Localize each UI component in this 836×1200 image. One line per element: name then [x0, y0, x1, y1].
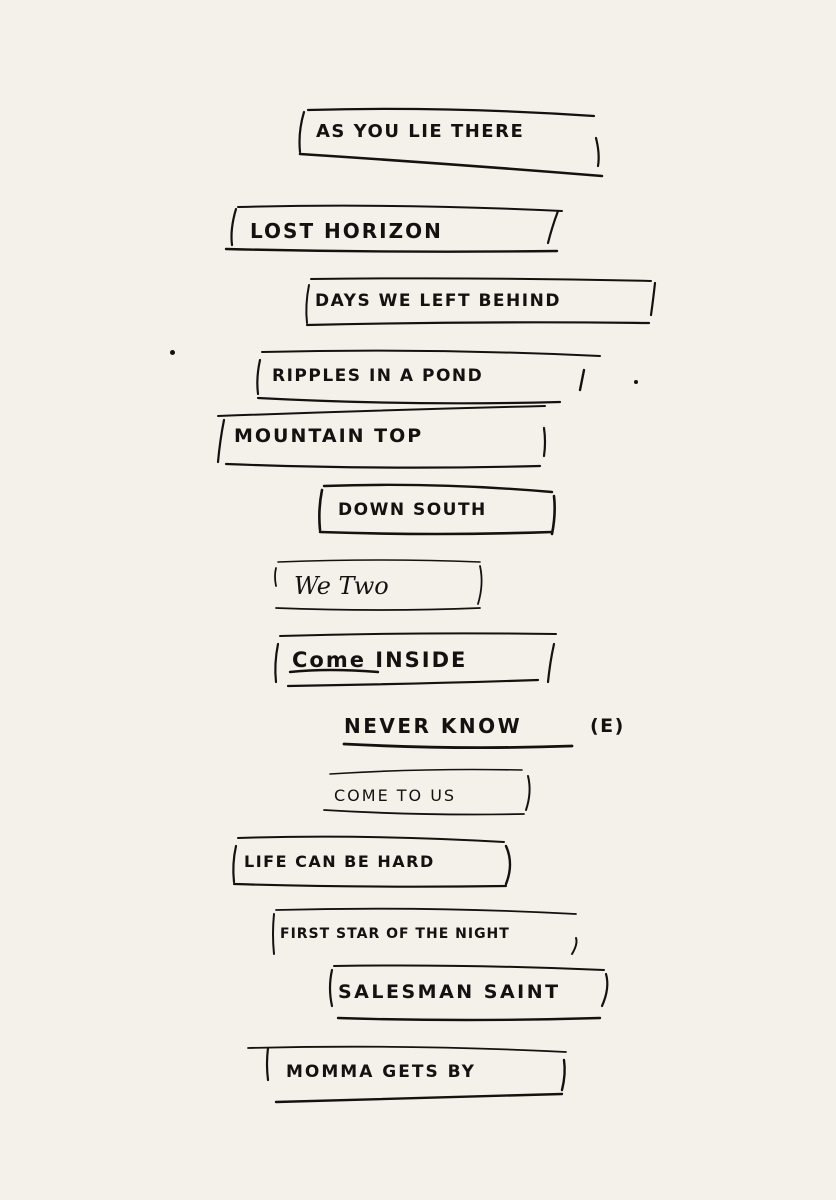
- song-box-frame: [224, 204, 563, 253]
- song-box-frame: [232, 835, 512, 888]
- setlist-entry-9: NEVER KNOW (E): [340, 700, 660, 752]
- setlist-entry-4: RIPPLES IN A POND: [250, 349, 610, 405]
- setlist-entry-11: LIFE CAN BE HARD: [226, 835, 516, 888]
- setlist-entry-8: Come INSIDE: [268, 632, 563, 688]
- setlist-entry-5: MOUNTAIN TOP: [210, 405, 555, 469]
- song-title: LIFE CAN BE HARD: [244, 852, 435, 871]
- never-know-annotation: (E): [590, 715, 625, 737]
- song-box-frame: [272, 907, 578, 955]
- song-title: Come INSIDE: [292, 648, 468, 672]
- setlist-entry-10: COME TO US: [322, 768, 537, 822]
- song-box-frame: [328, 964, 609, 1022]
- song-box-frame: [323, 768, 531, 816]
- song-box-frame: [305, 277, 657, 327]
- song-title: DOWN SOUTH: [338, 500, 487, 520]
- song-box-frame: [298, 107, 604, 178]
- song-title: FIRST STAR OF THE NIGHT: [280, 926, 510, 942]
- setlist-entry-13: SALESMAN SAINT: [324, 964, 614, 1022]
- ink-speck: [634, 380, 638, 384]
- song-box-frame: [274, 632, 557, 688]
- song-title: DAYS WE LEFT BEHIND: [315, 291, 561, 311]
- song-title: RIPPLES IN A POND: [272, 366, 484, 386]
- song-title: We Two: [294, 572, 389, 600]
- setlist-entry-2: LOST HORIZON: [222, 204, 567, 257]
- song-title: LOST HORIZON: [250, 219, 443, 243]
- setlist-entry-3: DAYS WE LEFT BEHIND: [301, 275, 661, 327]
- setlist-entry-6: DOWN SOUTH: [316, 483, 561, 536]
- song-box-frame: [216, 405, 547, 469]
- song-box-frame: [256, 349, 601, 405]
- song-title: COME TO US: [334, 786, 457, 805]
- song-title: NEVER KNOW: [344, 714, 523, 738]
- ink-speck: [170, 350, 175, 355]
- setlist-entry-12: FIRST STAR OF THE NIGHT: [266, 907, 586, 960]
- song-box-frame: [274, 559, 483, 611]
- song-title: MOUNTAIN TOP: [234, 425, 424, 447]
- song-title: MOMMA GETS BY: [286, 1062, 476, 1082]
- song-box-frame: [318, 483, 556, 536]
- setlist-entry-7: We Two: [270, 559, 490, 612]
- setlist-entry-14: MOMMA GETS BY: [246, 1045, 576, 1104]
- song-title: SALESMAN SAINT: [338, 981, 561, 1003]
- setlist-entry-1: AS YOU LIE THERE: [294, 106, 604, 178]
- song-box-frame: [342, 742, 574, 749]
- song-box-frame: [247, 1045, 567, 1104]
- song-title: AS YOU LIE THERE: [316, 121, 525, 142]
